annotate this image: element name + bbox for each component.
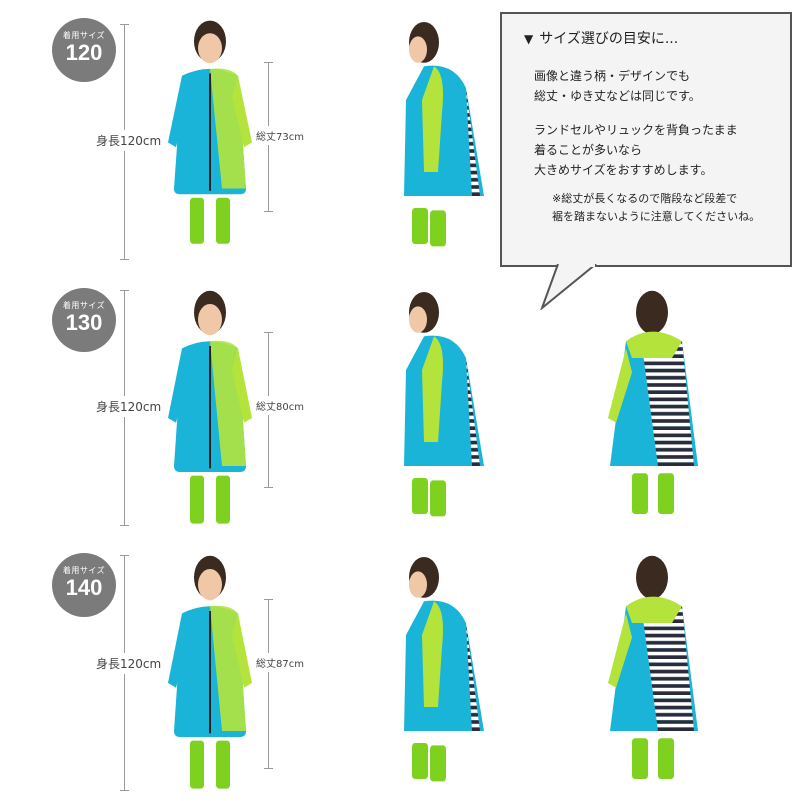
triangle-marker-icon: ▼ — [524, 32, 534, 46]
child-front-photo — [166, 289, 254, 525]
size-advice-bubble: ▼ サイズ選びの目安に... 画像と違う柄・デザインでも 総丈・ゆき丈などは同じで… — [500, 12, 792, 267]
bubble-paragraph-2: ランドセルやリュックを背負ったまま 着ることが多いなら 大きめサイズをおすすめし… — [534, 120, 790, 180]
bubble-paragraph-1: 画像と違う柄・デザインでも 総丈・ゆき丈などは同じです。 — [534, 66, 790, 106]
size-badge: 着用サイズ 120 — [52, 18, 116, 82]
size-badge: 着用サイズ 130 — [52, 288, 116, 352]
child-side-photo — [404, 557, 484, 782]
size-value: 140 — [65, 575, 103, 600]
height-label: 身長120cm — [96, 396, 162, 417]
size-caption: 着用サイズ — [62, 566, 106, 575]
size-row-120: 着用サイズ 120 身長120cm 総丈73cm — [0, 0, 800, 262]
bubble-text-line: 着ることが多いなら — [534, 143, 643, 157]
bubble-tail — [540, 264, 597, 310]
child-back-photo — [608, 290, 698, 514]
bubble-title: ▼ サイズ選びの目安に... — [524, 28, 790, 48]
length-measure-line — [264, 599, 273, 769]
bubble-note-line: ※総丈が長くなるので階段など段差で — [552, 192, 738, 205]
size-value: 130 — [65, 310, 103, 335]
height-label: 身長120cm — [96, 130, 162, 151]
child-back-photo — [608, 555, 698, 779]
size-caption: 着用サイズ — [62, 301, 106, 310]
child-side-photo — [404, 22, 484, 247]
bubble-text-line: 画像と違う柄・デザインでも — [534, 69, 691, 83]
length-label: 総丈80cm — [256, 396, 304, 415]
bubble-note-line: 裾を踏まないように注意してくださいね。 — [552, 210, 761, 223]
bubble-text-line: ランドセルやリュックを背負ったまま — [534, 123, 738, 137]
size-row-140: 着用サイズ 140 身長120cm 総丈87cm — [0, 535, 800, 797]
size-value: 120 — [65, 40, 103, 65]
size-row-130: 着用サイズ 130 身長120cm 総丈80cm — [0, 270, 800, 532]
bubble-text-line: 総丈・ゆき丈などは同じです。 — [534, 89, 701, 103]
height-label: 身長120cm — [96, 653, 162, 674]
length-label: 総丈87cm — [256, 653, 304, 672]
bubble-title-text: サイズ選びの目安に... — [539, 31, 679, 47]
length-label: 総丈73cm — [256, 126, 304, 145]
bubble-note: ※総丈が長くなるので階段など段差で 裾を踏まないように注意してくださいね。 — [552, 190, 790, 226]
size-caption: 着用サイズ — [62, 31, 106, 40]
bubble-text-line: 大きめサイズをおすすめします。 — [534, 163, 713, 177]
child-front-photo — [166, 554, 254, 790]
child-side-photo — [404, 292, 484, 517]
size-badge: 着用サイズ 140 — [52, 553, 116, 617]
child-front-photo — [166, 19, 254, 245]
